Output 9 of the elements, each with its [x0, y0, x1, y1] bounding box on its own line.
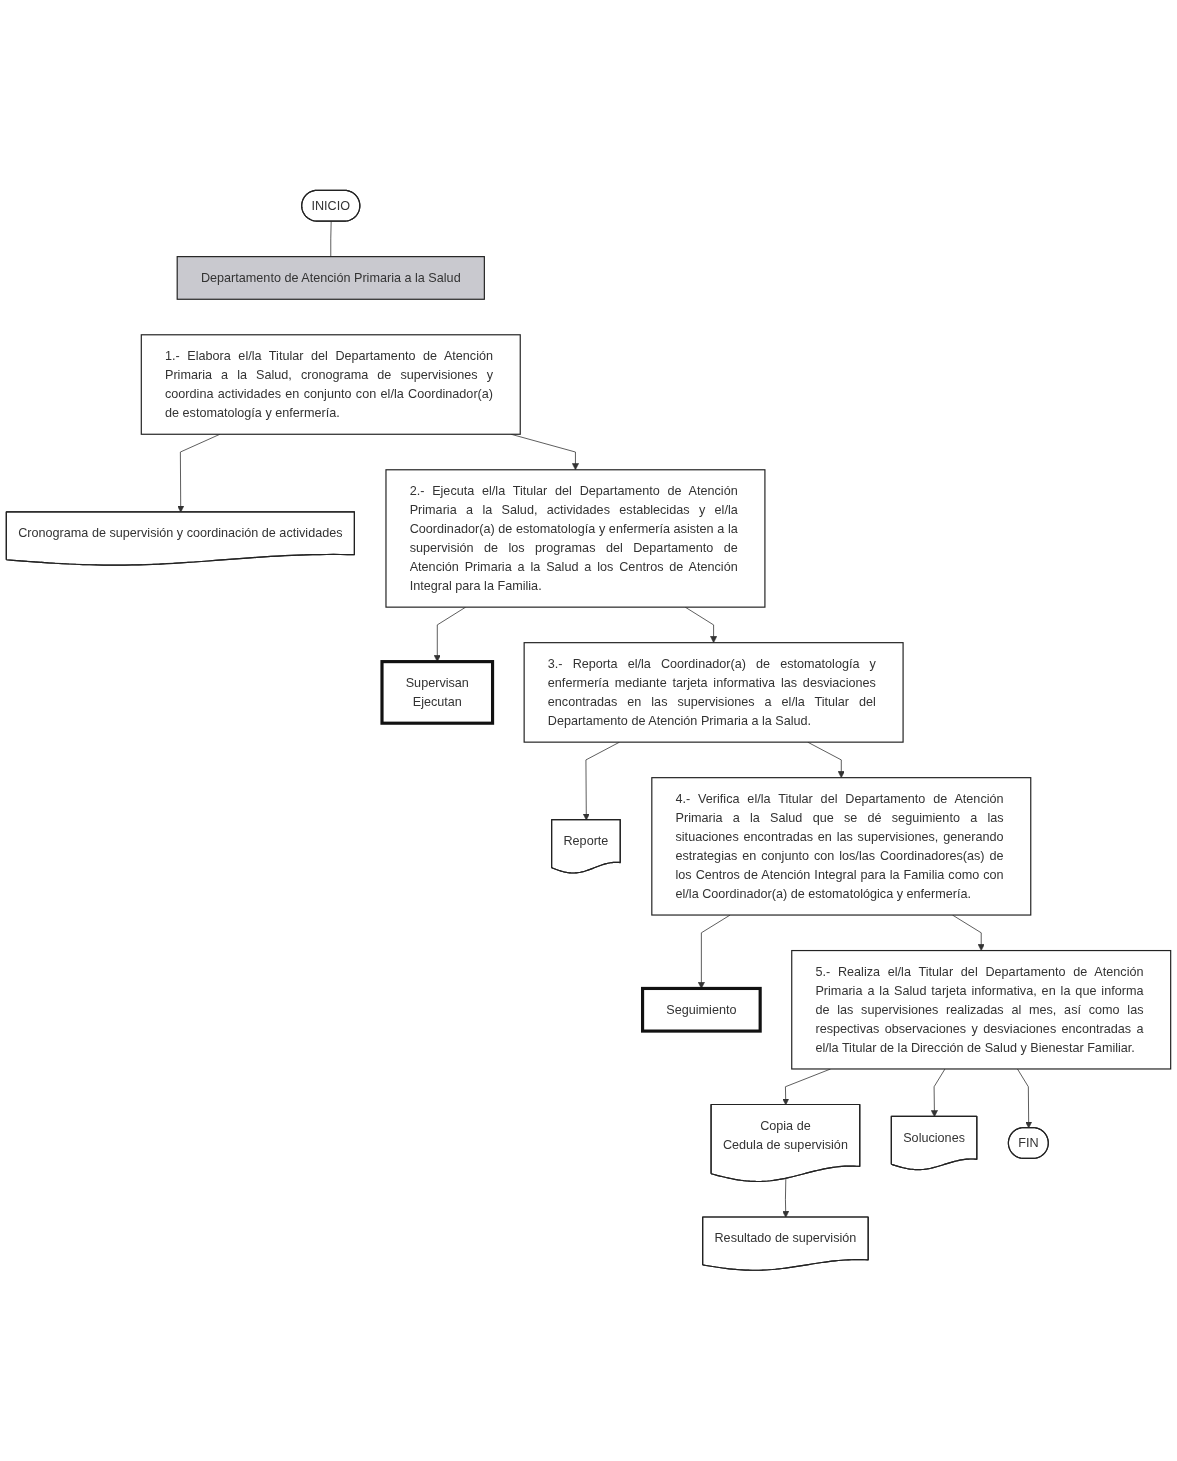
node-box: Departamento de Atención Primaria a la Salud [176, 256, 485, 301]
node-box: 2.- Ejecuta el/la Titular del Departamento de Atención Primaria a la Salud, actividades establecidas y el/la Coordinador(a) de estomatología y enfermería asisten a la supervisión de los programas del Departamento de Atención Primaria a la Salud a los Centros de Atención Integral para la Familia. [385, 469, 766, 608]
node-box: 3.- Reporta el/la Coordinador(a) de estomatología y enfermería mediante tarjeta informativa las desviaciones encontradas en las supervisiones a el/la Titular del Departamento de Atención Primaria a la Salud. [523, 642, 904, 743]
node-box: Seguimiento [641, 987, 762, 1033]
node-box: 5.- Realiza el/la Titular del Departamento de Atención Primaria a la Salud tarjeta informativa, en la que informa de las supervisiones realizadas al mes, así como las respectivas observaciones y desviaciones encontradas a el/la Titular de la Dirección de Salud y Bienestar Familiar. [791, 950, 1172, 1070]
node-box: Supervisan Ejecutan [380, 660, 495, 725]
node-box: 4.- Verifica el/la Titular del Departamento de Atención Primaria a la Salud que se dé seguimiento a las situaciones encontradas en las supervisiones, generando estrategias en conjunto con los/las Coordinadores(as) de los Centros de Atención Integral para la Familia como con el/la Coordinador(a) de estomatológica y enfermería. [651, 777, 1032, 916]
connector [330, 221, 332, 258]
node-box: 1.- Elabora el/la Titular del Departamento de Atención Primaria a la Salud, cronograma de supervisiones y coordina actividades en conjunto con el/la Coordinador(a) de estomatología y enfermería. [140, 334, 521, 436]
